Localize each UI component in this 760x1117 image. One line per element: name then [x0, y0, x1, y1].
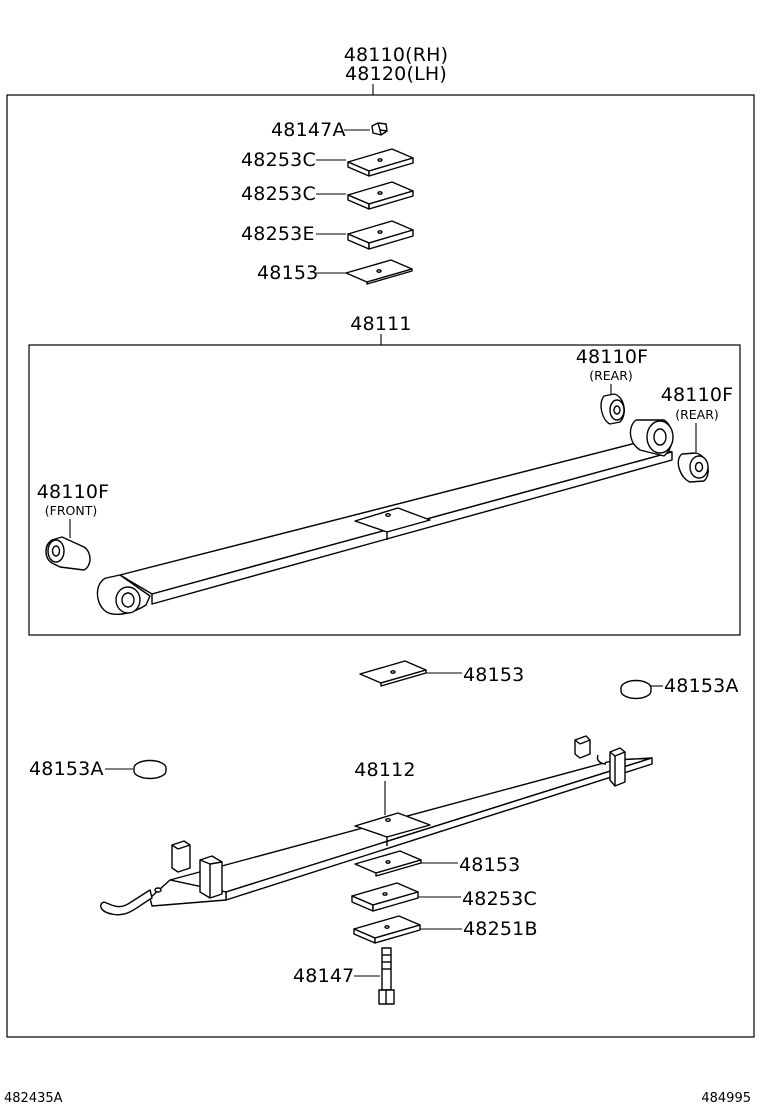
- rear-bushing-2-icon: [677, 452, 709, 483]
- main-leaf-label: 48111: [350, 313, 411, 335]
- lower-pad-upper-label: 48153: [463, 664, 524, 686]
- spacer-plate-3-icon: [347, 220, 414, 250]
- lower-spacer-label: 48253C: [462, 888, 537, 910]
- lower-pad-icon: [354, 850, 422, 877]
- center-bolt-label: 48147: [293, 965, 354, 987]
- spacer-plate-1-icon: [347, 148, 414, 177]
- disc-left-label: 48153A: [29, 758, 104, 780]
- front-bushing-icon: [45, 536, 91, 571]
- plate-label: 48251B: [463, 918, 538, 940]
- bushing-rear-2-sublabel: (REAR): [675, 407, 719, 422]
- footer-left-code: 482435A: [4, 1091, 63, 1106]
- assembly-lh-label: 48120(LH): [345, 63, 447, 85]
- bushing-front-sublabel: (FRONT): [45, 503, 97, 518]
- center-bolt-icon: [378, 947, 395, 1005]
- plate-icon: [353, 915, 421, 944]
- main-leaf-frame: [28, 344, 741, 636]
- disc-left-icon: [133, 759, 167, 780]
- bushing-rear-1-label: 48110F: [576, 346, 649, 368]
- assembly-rh-label: 48110(RH): [344, 44, 449, 66]
- pad-icon: [345, 259, 413, 285]
- second-leaf-spring-icon: [100, 735, 653, 916]
- pad-label: 48153: [257, 262, 318, 284]
- nut-label: 48147A: [271, 119, 346, 141]
- main-leaf-spring-icon: [96, 419, 674, 616]
- rear-bushing-1-icon: [600, 393, 625, 425]
- assembly-frame: [6, 94, 755, 1038]
- second-leaf-label: 48112: [354, 759, 415, 781]
- disc-right-label: 48153A: [664, 675, 739, 697]
- bushing-rear-2-label: 48110F: [661, 384, 734, 406]
- bushing-rear-1-sublabel: (REAR): [589, 368, 633, 383]
- spacer-2-label: 48253C: [241, 183, 316, 205]
- spacer-3-label: 48253E: [241, 223, 315, 245]
- nut-icon: [371, 122, 388, 136]
- spacer-plate-2-icon: [347, 181, 414, 210]
- lower-pad-upper-icon: [359, 660, 427, 687]
- lower-spacer-icon: [351, 882, 419, 912]
- footer-right-code: 484995: [701, 1091, 751, 1106]
- spacer-1-label: 48253C: [241, 149, 316, 171]
- disc-right-icon: [620, 679, 652, 700]
- lower-pad-label: 48153: [459, 854, 520, 876]
- bushing-front-label: 48110F: [37, 481, 110, 503]
